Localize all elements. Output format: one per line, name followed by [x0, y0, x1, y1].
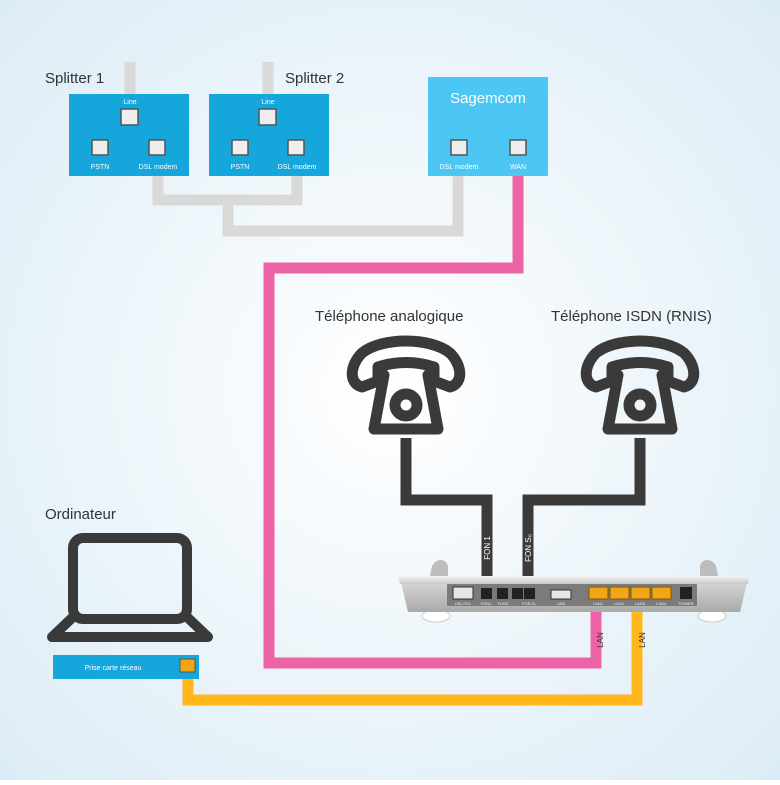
isdn-phone-icon [580, 335, 700, 435]
router-port-label: LAN1 [593, 601, 604, 606]
router-port-label: LAN2 [614, 601, 625, 606]
sagemcom-wan-port-icon [509, 139, 527, 156]
grey-line-stubs [124, 62, 274, 95]
router-port-label: FON2 [498, 601, 509, 606]
splitter-2-pstn-port-icon [231, 139, 249, 156]
router-port-label: FON1 [481, 601, 492, 606]
splitter-1-line-port-icon [120, 108, 139, 126]
network-card-label: Prise carte réseau [85, 665, 142, 672]
lan-cable-label-yellow: LAN [638, 632, 647, 648]
router-lan3-port [630, 586, 651, 600]
splitter-1: Splitter 1 Line PSTN DSL modem [45, 70, 189, 176]
router-port-label: LAN3 [635, 601, 646, 606]
splitter-2-box [209, 94, 329, 176]
router-lan1-port [588, 586, 609, 600]
grey-dsl-cable [152, 175, 464, 237]
router: DSL/TEL FON1 FON2 FON S₀ USB LAN1 LAN2 L… [398, 560, 750, 623]
router-fon2-port [497, 588, 508, 599]
router-port-label: DSL/TEL [455, 601, 472, 606]
router-lan2-port [609, 586, 630, 600]
splitter-2-dsl-label: DSL modem [278, 164, 317, 171]
router-port-label: POWER [678, 601, 693, 606]
pink-wan-cable [263, 175, 602, 669]
router-fon1-port [481, 588, 492, 599]
splitter-1-dsl-port-icon [148, 139, 166, 156]
splitter-1-pstn-label: PSTN [91, 164, 110, 171]
splitter-2-line-label: Line [261, 99, 274, 106]
analog-phone-icon [346, 335, 466, 435]
splitter-1-dsl-label: DSL modem [139, 164, 178, 171]
router-fon3-port [512, 588, 523, 599]
sagemcom-modem: Sagemcom DSL modem WAN [428, 77, 548, 176]
splitter-1-box [69, 94, 189, 176]
sagemcom-dsl-label: DSL modem [440, 164, 479, 171]
router-fon-s0-port [524, 588, 535, 599]
sagemcom-dsl-port-icon [450, 139, 468, 156]
splitter-2-line-port-icon [258, 108, 277, 126]
phone-cables [400, 438, 646, 585]
sagemcom-box [428, 77, 548, 176]
network-card-box [53, 655, 199, 679]
splitter-1-pstn-port-icon [91, 139, 109, 156]
fon1-cable-label: FON 1 [483, 536, 492, 560]
splitter-2-dsl-port-icon [287, 139, 305, 156]
router-port-label: USB [557, 601, 566, 606]
splitter-2-title: Splitter 2 [285, 70, 344, 87]
isdn-phone-title: Téléphone ISDN (RNIS) [551, 308, 712, 325]
router-dsl-port [452, 586, 474, 600]
router-top-edge [398, 576, 750, 584]
router-port-label: LAN4 [656, 601, 667, 606]
network-card-port-icon [179, 658, 196, 673]
fon-s0-cable-label: FON S₀ [524, 534, 533, 562]
yellow-lan-cable [182, 612, 643, 706]
router-port-label: FON S₀ [522, 601, 536, 606]
splitter-1-line-label: Line [123, 99, 136, 106]
router-power-port [680, 587, 692, 599]
router-lan4-port [651, 586, 672, 600]
splitter-2-pstn-label: PSTN [231, 164, 250, 171]
router-usb-port [550, 589, 572, 600]
laptop-icon [47, 533, 213, 642]
sagemcom-title: Sagemcom [450, 90, 526, 107]
sagemcom-wan-label: WAN [510, 164, 526, 171]
analog-phone-title: Téléphone analogique [315, 308, 463, 325]
splitter-1-title: Splitter 1 [45, 70, 104, 87]
splitter-2: Splitter 2 Line PSTN DSL modem [209, 70, 344, 176]
computer-title: Ordinateur [45, 506, 116, 523]
lan-cable-label-pink: LAN [596, 632, 605, 648]
